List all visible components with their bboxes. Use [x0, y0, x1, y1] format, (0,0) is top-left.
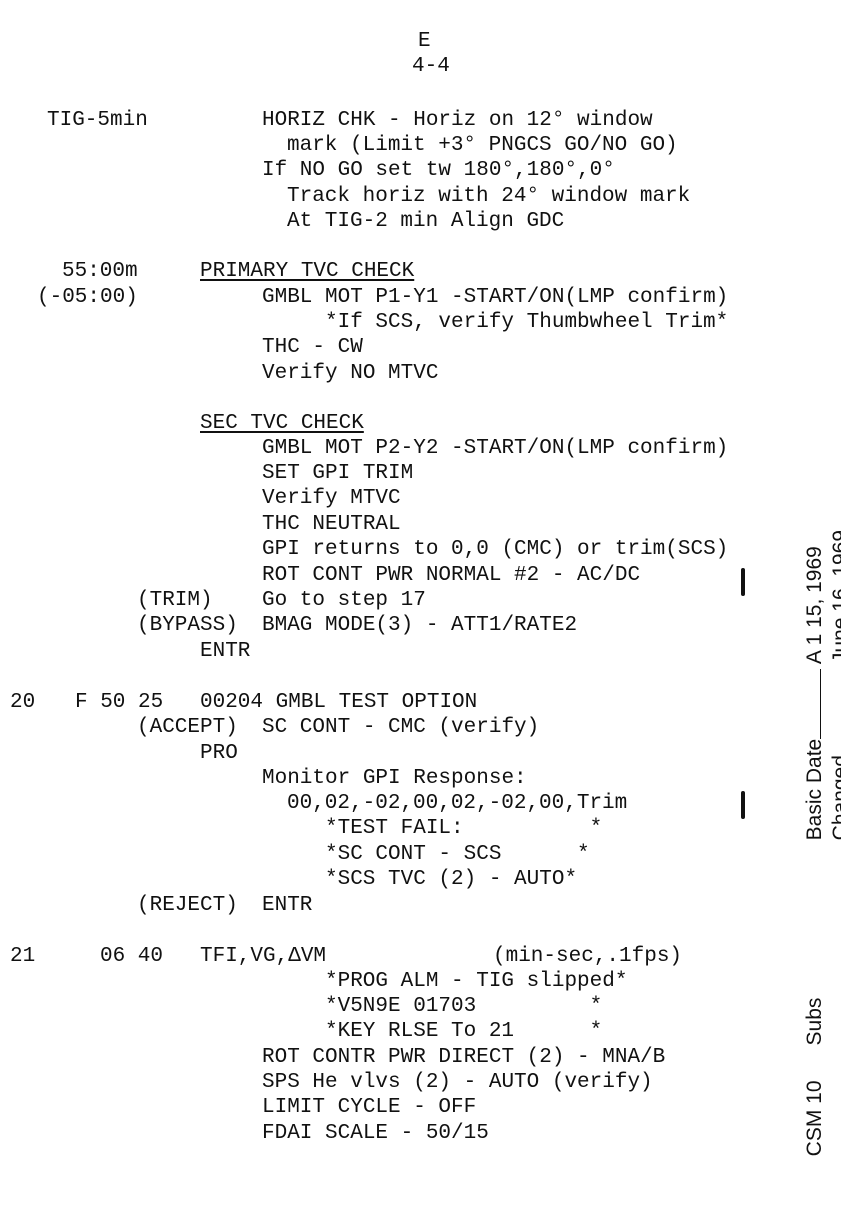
checklist-line: *TEST FAIL: * — [325, 817, 603, 840]
branch-label: (REJECT) — [137, 894, 238, 917]
checklist-line: GMBL MOT P1-Y1 -START/ON(LMP confirm) — [262, 286, 729, 309]
key-entry: PRO — [200, 742, 238, 765]
checklist-line: 00,02,-02,00,02,-02,00,Trim — [287, 792, 628, 815]
document-id: CSM 10 Subs — [777, 998, 827, 1168]
section-heading: PRIMARY TVC CHECK — [200, 260, 415, 283]
document-id-label: CSM 10 — [803, 1080, 826, 1157]
checklist-line: Go to step 17 — [262, 589, 426, 612]
checklist-line: LIMIT CYCLE - OFF — [262, 1096, 477, 1119]
change-bar — [741, 568, 745, 596]
checklist-line: Verify NO MTVC — [262, 362, 439, 385]
checklist-line: THC - CW — [262, 336, 363, 359]
checklist-line: *If SCS, verify Thumbwheel Trim* — [325, 311, 729, 334]
checklist-line: GPI returns to 0,0 (CMC) or trim(SCS) — [262, 538, 729, 561]
checklist-line: *SCS TVC (2) - AUTO* — [325, 868, 578, 891]
checklist-line: Monitor GPI Response: — [262, 767, 527, 790]
time-label: TIG-5min — [47, 109, 148, 132]
checklist-line: ROT CONT PWR NORMAL #2 - AC/DC — [262, 564, 641, 587]
checklist-line: SC CONT - CMC (verify) — [262, 716, 540, 739]
checklist-line: ROT CONTR PWR DIRECT (2) - MNA/B — [262, 1046, 666, 1069]
change-bar — [741, 791, 745, 819]
dsky-code: 06 40 — [100, 945, 164, 968]
checklist-line: Track horiz with 24° window mark — [287, 185, 691, 208]
checklist-line: HORIZ CHK - Horiz on 12° window — [262, 109, 653, 132]
checklist-line: *PROG ALM - TIG slipped* — [325, 970, 628, 993]
checklist-line: FDAI SCALE - 50/15 — [262, 1122, 489, 1145]
key-entry: ENTR — [262, 894, 313, 917]
branch-label: (ACCEPT) — [137, 716, 238, 739]
checklist-line: Verify MTVC — [262, 487, 401, 510]
dsky-code: F 50 25 — [75, 691, 164, 714]
document-id-suffix: Subs — [803, 997, 826, 1046]
branch-label: (BYPASS) — [137, 614, 238, 637]
checklist-line: *V5N9E 01703 * — [325, 995, 603, 1018]
time-label: 55:00m — [62, 260, 138, 283]
step-number: 20 — [10, 691, 36, 714]
step-number: 21 — [10, 945, 36, 968]
checklist-line: THC NEUTRAL — [262, 513, 401, 536]
checklist-line: If NO GO set tw 180°,180°,0° — [262, 159, 615, 182]
checklist-line: mark (Limit +3° PNGCS GO/NO GO) — [287, 134, 678, 157]
checklist-line: GMBL MOT P2-Y2 -START/ON(LMP confirm) — [262, 437, 729, 460]
checklist-line: At TIG-2 min Align GDC — [287, 210, 565, 233]
checklist-line: *KEY RLSE To 21 * — [325, 1020, 603, 1043]
checklist-line: SPS He vlvs (2) - AUTO (verify) — [262, 1071, 653, 1094]
section-heading: SEC TVC CHECK — [200, 412, 364, 435]
checklist-line: 00204 GMBL TEST OPTION — [200, 691, 478, 714]
key-entry: ENTR — [200, 640, 251, 663]
checklist-line: *SC CONT - SCS * — [325, 843, 590, 866]
units-note: (min-sec,.1fps) — [493, 945, 683, 968]
section-letter: E — [418, 30, 431, 53]
changed-value: June 16, 1969 — [829, 529, 841, 664]
changed-label: Changed — [829, 755, 841, 841]
checklist-line: TFI,VG,ΔVM — [200, 945, 327, 968]
branch-label: (TRIM) — [137, 589, 213, 612]
changed-date: Changed June 16, 1969 — [803, 530, 841, 852]
time-label: (-05:00) — [37, 286, 138, 309]
checklist-line: SET GPI TRIM — [262, 462, 414, 485]
checklist-line: BMAG MODE(3) - ATT1/RATE2 — [262, 614, 578, 637]
page-number: 4-4 — [412, 55, 450, 78]
